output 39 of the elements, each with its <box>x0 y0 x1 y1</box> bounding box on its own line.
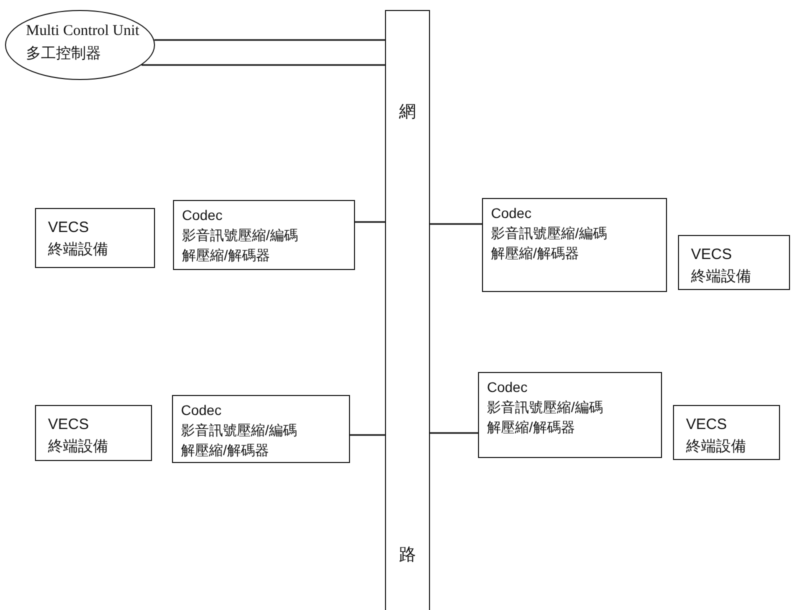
connector-line <box>154 39 385 41</box>
codec-description: 影音訊號壓縮/編碼 <box>487 398 603 416</box>
connector-line <box>430 432 478 434</box>
connector-line <box>350 434 385 436</box>
terminal-box <box>678 235 790 290</box>
network-bar <box>385 10 430 610</box>
connector-line <box>355 221 385 223</box>
unit-name: Multi Control Unit <box>26 22 140 40</box>
codec-description: 影音訊號壓縮/編碼 <box>181 421 297 439</box>
codec-description: 解壓縮/解碼器 <box>182 246 270 264</box>
device-description: 終端設備 <box>691 268 751 286</box>
unit-name: 多工控制器 <box>26 45 101 63</box>
connector-line <box>142 64 385 66</box>
terminal-box <box>35 405 152 461</box>
terminal-box <box>673 405 780 460</box>
codec-box <box>173 200 355 270</box>
codec-box <box>478 372 662 458</box>
codec-title: Codec <box>491 204 532 222</box>
device-name: VECS <box>48 219 89 237</box>
codec-title: Codec <box>182 206 222 224</box>
network-label: 網 <box>399 103 416 121</box>
codec-description: 影音訊號壓縮/編碼 <box>491 224 607 242</box>
terminal-box <box>35 208 155 268</box>
network-label: 路 <box>399 546 416 564</box>
device-description: 終端設備 <box>48 241 108 259</box>
connector-line <box>430 223 482 225</box>
codec-description: 解壓縮/解碼器 <box>487 418 575 436</box>
codec-box <box>172 395 350 463</box>
codec-box <box>482 198 667 292</box>
device-name: VECS <box>686 416 727 434</box>
codec-description: 解壓縮/解碼器 <box>181 441 269 459</box>
codec-description: 影音訊號壓縮/編碼 <box>182 226 298 244</box>
device-description: 終端設備 <box>686 438 746 456</box>
codec-description: 解壓縮/解碼器 <box>491 244 579 262</box>
device-description: 終端設備 <box>48 438 108 456</box>
device-name: VECS <box>48 416 89 434</box>
codec-title: Codec <box>181 401 222 419</box>
codec-title: Codec <box>487 378 528 396</box>
device-name: VECS <box>691 246 732 264</box>
